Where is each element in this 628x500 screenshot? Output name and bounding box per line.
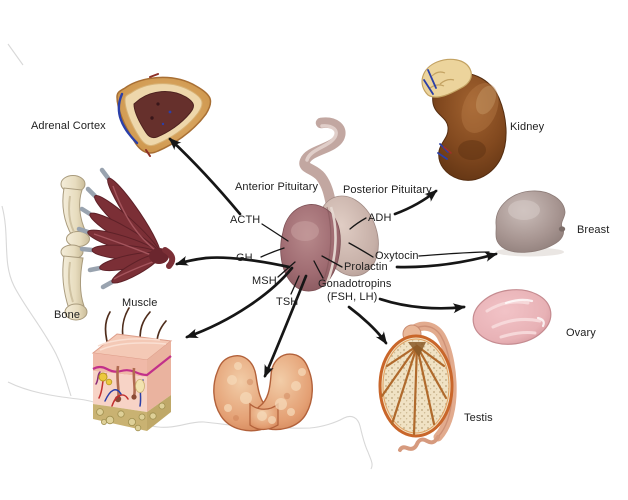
- label-msh: MSH: [252, 275, 277, 287]
- label-posterior-pituitary: Posterior Pituitary: [343, 184, 432, 196]
- pointer-prolactin: [321, 255, 343, 268]
- label-acth: ACTH: [230, 214, 261, 226]
- pointer-gonadotropins: [313, 260, 324, 279]
- label-muscle: Muscle: [122, 297, 158, 309]
- label-bone: Bone: [54, 309, 81, 321]
- label-breast: Breast: [577, 224, 610, 236]
- label-gonadotropins: Gonadotropins: [318, 278, 392, 290]
- arrow-adh-to-kidney: [393, 189, 438, 216]
- arrow-acth-to-adrenal-cortex: [168, 137, 242, 216]
- label-gonadotropins-sub: (FSH, LH): [327, 291, 378, 303]
- label-ovary: Ovary: [566, 327, 596, 339]
- arrow-gh-to-muscle: [175, 255, 291, 269]
- arrow-gonadotropins-to-ovary: [378, 297, 466, 314]
- label-adrenal-cortex: Adrenal Cortex: [31, 120, 106, 132]
- arrow-prolactin-oxytocin-to-breast: [395, 252, 498, 269]
- hormone-arrows: [168, 137, 498, 378]
- pointer-acth: [261, 223, 289, 242]
- arrow-tsh-to-thyroid: [263, 274, 308, 378]
- label-prolactin: Prolactin: [344, 261, 388, 273]
- label-testis: Testis: [464, 412, 493, 424]
- pointer-oxytocin-to-arrow: [418, 251, 490, 257]
- pointer-gh: [260, 247, 285, 258]
- breast-illustration: [495, 190, 566, 257]
- label-anterior-pituitary: Anterior Pituitary: [235, 181, 319, 193]
- testis-illustration: [378, 321, 457, 452]
- pointer-oxytocin: [348, 242, 374, 258]
- arrow-gonadotropins-to-testis: [347, 305, 388, 345]
- label-tsh: TSH: [276, 296, 299, 308]
- pointer-adh: [349, 217, 367, 230]
- pointer-msh: [277, 261, 296, 278]
- label-kidney: Kidney: [510, 121, 545, 133]
- label-gh: GH: [236, 252, 253, 264]
- kidney-illustration: [421, 58, 507, 181]
- pituitary-illustration: [280, 117, 379, 292]
- thyroid-illustration: [213, 353, 313, 432]
- pointer-lines: [260, 217, 490, 295]
- arrow-msh-to-skin: [185, 266, 294, 339]
- ovary-illustration: [472, 289, 552, 345]
- label-oxytocin: Oxytocin: [375, 250, 419, 262]
- skin-illustration: [91, 307, 173, 432]
- label-adh: ADH: [368, 212, 392, 224]
- pointer-tsh: [290, 275, 300, 295]
- muscle-illustration: [76, 167, 176, 290]
- adrenal-cortex-illustration: [116, 73, 212, 157]
